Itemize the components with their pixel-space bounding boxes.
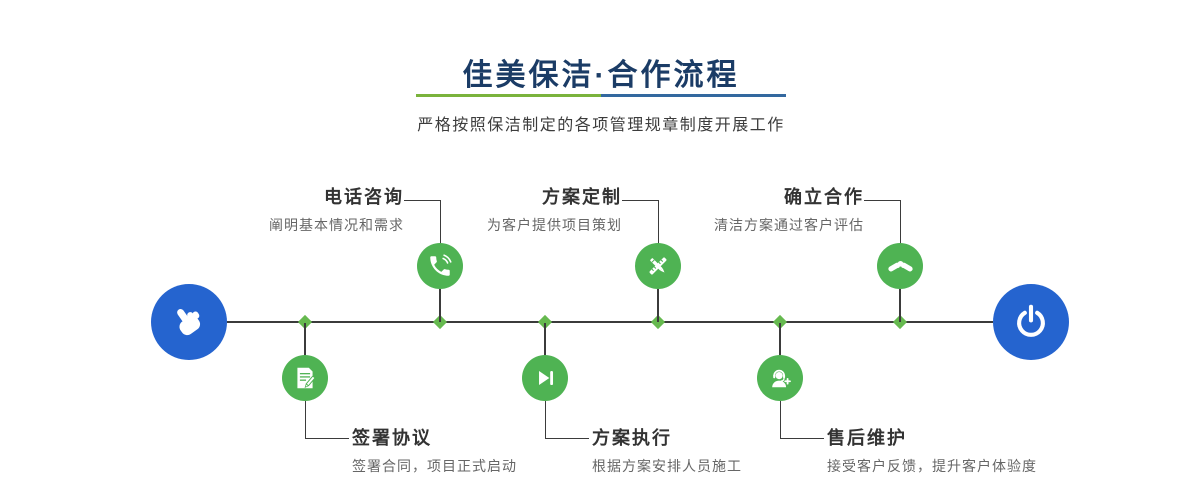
step-node-phone xyxy=(417,243,463,289)
step-desc: 清洁方案通过客户评估 xyxy=(714,217,864,233)
step-label: 确立合作 xyxy=(784,187,864,207)
process-step-plan-custom: 方案定制 为客户提供项目策划 xyxy=(487,186,622,234)
process-step-establish-coop: 确立合作 清洁方案通过客户评估 xyxy=(714,186,864,234)
label-connector xyxy=(305,401,306,438)
execute-icon xyxy=(539,370,554,386)
step-node-execute xyxy=(522,355,568,401)
page-title: 佳美保洁·合作流程 xyxy=(462,59,740,92)
node-connector xyxy=(657,289,659,322)
timeline-start-node xyxy=(151,284,227,360)
label-connector xyxy=(404,200,440,201)
step-label: 方案执行 xyxy=(592,428,672,448)
phone-icon xyxy=(430,254,452,276)
step-desc: 根据方案安排人员施工 xyxy=(592,458,742,474)
page-subtitle: 严格按照保洁制定的各项管理规章制度开展工作 xyxy=(417,117,785,134)
process-step-sign-agreement: 签署协议 签署合同，项目正式启动 xyxy=(352,427,517,475)
step-desc: 为客户提供项目策划 xyxy=(487,217,622,233)
label-connector xyxy=(545,438,589,439)
step-desc: 签署合同，项目正式启动 xyxy=(352,458,517,474)
support-icon xyxy=(772,369,791,388)
node-connector xyxy=(439,289,441,322)
label-connector xyxy=(658,200,659,244)
label-connector xyxy=(780,438,824,439)
step-node-handshake xyxy=(877,243,923,289)
process-step-aftersale: 售后维护 接受客户反馈，提升客户体验度 xyxy=(827,427,1037,475)
title-divider xyxy=(416,94,786,97)
divider-green-segment xyxy=(416,94,601,97)
step-node-support xyxy=(757,355,803,401)
label-connector xyxy=(780,401,781,438)
handshake-icon xyxy=(887,260,913,271)
step-label: 签署协议 xyxy=(352,428,432,448)
step-label: 售后维护 xyxy=(827,428,907,448)
process-step-phone-consult: 电话咨询 阐明基本情况和需求 xyxy=(269,186,404,234)
step-label: 电话咨询 xyxy=(324,187,404,207)
timeline-end-node xyxy=(993,284,1069,360)
power-icon xyxy=(1017,304,1045,337)
label-connector xyxy=(305,438,349,439)
node-connector xyxy=(544,323,546,355)
step-desc: 接受客户反馈，提升客户体验度 xyxy=(827,458,1037,474)
node-connector xyxy=(899,289,901,322)
node-connector xyxy=(779,323,781,355)
node-connector xyxy=(304,323,306,355)
label-connector xyxy=(900,200,901,244)
contract-icon xyxy=(297,367,316,389)
label-connector xyxy=(622,200,658,201)
step-label: 方案定制 xyxy=(542,187,622,207)
divider-blue-segment xyxy=(601,94,786,97)
label-connector xyxy=(864,200,900,201)
design-icon xyxy=(649,257,667,275)
step-node-contract xyxy=(282,355,328,401)
label-connector xyxy=(440,200,441,244)
step-node-design xyxy=(635,243,681,289)
pointer-hand-icon xyxy=(177,309,201,336)
timeline-axis xyxy=(227,321,993,323)
process-step-plan-execute: 方案执行 根据方案安排人员施工 xyxy=(592,427,742,475)
step-desc: 阐明基本情况和需求 xyxy=(269,217,404,233)
label-connector xyxy=(545,401,546,438)
